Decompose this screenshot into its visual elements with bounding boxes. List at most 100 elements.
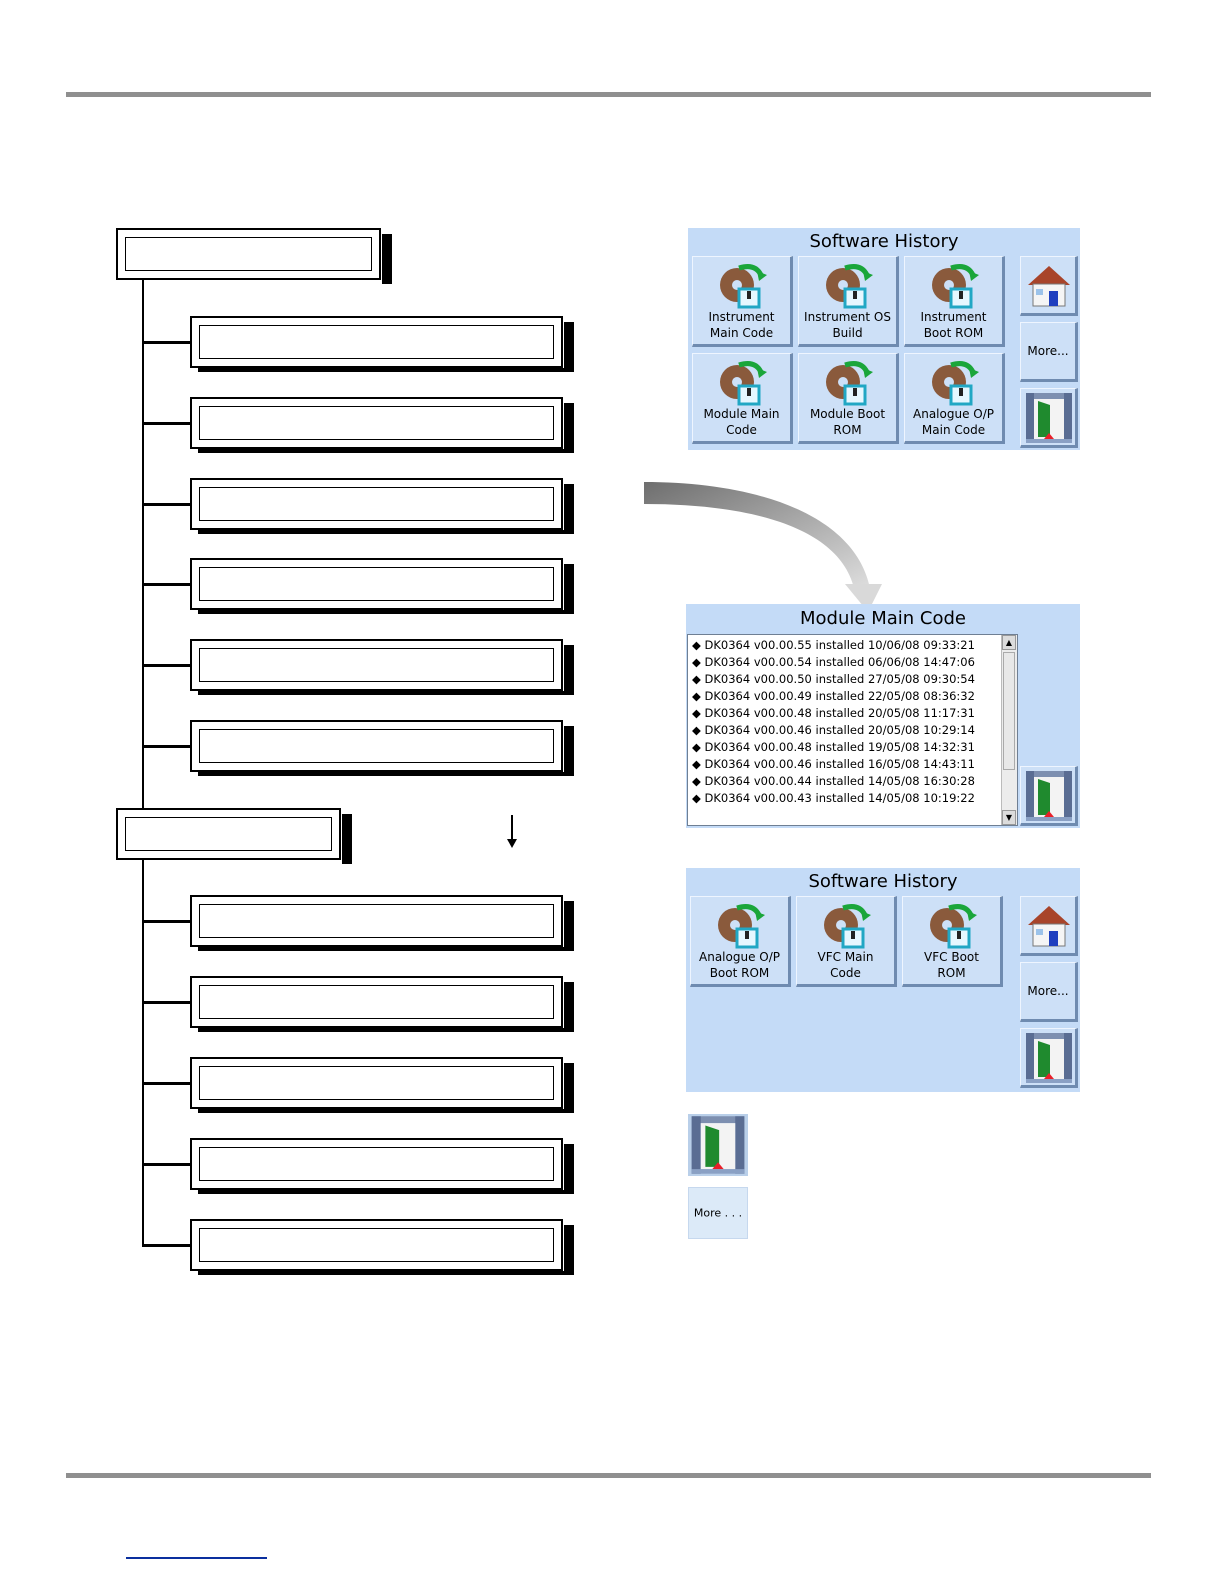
screen-title: Module Main Code <box>800 608 966 629</box>
scroll-down-button[interactable]: ▼ <box>1002 810 1016 825</box>
screen-title: Software History <box>809 231 959 252</box>
footer-link-underline <box>126 1557 267 1559</box>
list-item: ◆ DK0364 v00.00.48 installed 20/05/08 11… <box>692 706 975 720</box>
list-item: ◆ DK0364 v00.00.54 installed 06/06/08 14… <box>692 655 975 669</box>
tree-node-box <box>190 1219 574 1275</box>
software-disc-icon <box>720 361 767 406</box>
tree-node-box <box>190 895 574 951</box>
tree-branch <box>142 920 192 923</box>
tile-label-line2: Main Code <box>709 326 774 340</box>
tree-branch <box>142 1163 192 1166</box>
tile-instrument-os-build[interactable]: Instrument OS Build <box>798 256 899 347</box>
exit-door-icon <box>1026 771 1072 821</box>
list-item: ◆ DK0364 v00.00.46 installed 16/05/08 14… <box>692 757 975 771</box>
tile-label-line1: Instrument <box>708 310 775 324</box>
tree-node-box <box>190 558 574 614</box>
more-button[interactable]: More... <box>1020 962 1078 1022</box>
tree-branch <box>142 1244 192 1247</box>
exit-button[interactable] <box>1020 766 1078 826</box>
home-button[interactable] <box>1020 896 1078 956</box>
tile-label-line1: VFC Boot <box>924 950 979 964</box>
tree-node-box <box>190 1138 574 1194</box>
tile-label-line1: Module Boot <box>809 407 886 421</box>
home-icon <box>1028 906 1070 947</box>
tile-label-line1: VFC Main <box>817 950 874 964</box>
exit-door-icon <box>1026 1033 1072 1083</box>
header-rule <box>66 92 1151 97</box>
scroll-up-button[interactable]: ▲ <box>1002 635 1016 650</box>
history-list[interactable]: ◆ DK0364 v00.00.55 installed 10/06/08 09… <box>687 634 1018 826</box>
software-disc-icon <box>718 904 765 949</box>
exit-button[interactable] <box>1020 1028 1078 1088</box>
software-history-screen-2: Software History Analogue O/P Boot ROM VF… <box>686 868 1080 1092</box>
tile-label-line2: Build <box>832 326 863 340</box>
software-disc-icon <box>826 264 873 309</box>
list-item: ◆ DK0364 v00.00.55 installed 10/06/08 09… <box>692 638 975 652</box>
legend-more-label: More . . . <box>693 1206 743 1220</box>
screen-title: Software History <box>808 871 958 892</box>
tile-analogue-op-boot-rom[interactable]: Analogue O/P Boot ROM <box>690 896 791 987</box>
list-item: ◆ DK0364 v00.00.49 installed 22/05/08 08… <box>692 689 975 703</box>
flow-arrow-icon <box>640 476 890 616</box>
tree-trunk-lower <box>142 860 144 1246</box>
tile-label-line1: Analogue O/P <box>699 950 780 964</box>
list-item: ◆ DK0364 v00.00.44 installed 14/05/08 16… <box>692 774 975 788</box>
footer-rule <box>66 1473 1151 1478</box>
tree-branch <box>142 583 192 586</box>
tile-label-line2: Code <box>726 423 757 437</box>
tree-branch <box>142 341 192 344</box>
tile-label-line2: Boot ROM <box>709 966 770 980</box>
more-button[interactable]: More... <box>1020 322 1078 382</box>
exit-button[interactable] <box>1020 388 1078 448</box>
software-disc-icon <box>824 904 871 949</box>
tile-label-line1: Instrument OS <box>804 310 891 324</box>
tree-subroot-box <box>116 808 352 864</box>
home-button[interactable] <box>1020 256 1078 316</box>
tile-label-line2: ROM <box>833 423 862 437</box>
list-item: ◆ DK0364 v00.00.48 installed 19/05/08 14… <box>692 740 975 754</box>
more-label: More... <box>1027 984 1069 998</box>
tree-node-box <box>190 976 574 1032</box>
scroll-thumb[interactable] <box>1003 652 1015 770</box>
software-disc-icon <box>930 904 977 949</box>
tree-node-box <box>190 720 574 776</box>
tile-label-line2: Code <box>830 966 861 980</box>
legend-more-button: More . . . <box>688 1187 748 1239</box>
tree-node-box <box>190 316 574 372</box>
exit-door-icon <box>691 1116 745 1174</box>
tree-node-box <box>190 397 574 453</box>
tile-label-line1: Module Main <box>703 407 780 421</box>
tree-root-box <box>116 228 392 284</box>
exit-door-icon <box>1026 393 1072 443</box>
more-label: More... <box>1027 344 1069 358</box>
software-disc-icon <box>932 361 979 406</box>
legend-exit-button <box>688 1114 748 1176</box>
software-disc-icon <box>932 264 979 309</box>
list-item: ◆ DK0364 v00.00.50 installed 27/05/08 09… <box>692 672 975 686</box>
tile-label-line2: Main Code <box>921 423 986 437</box>
scrollbar[interactable]: ▲ ▼ <box>1001 635 1017 825</box>
software-disc-icon <box>826 361 873 406</box>
tree-node-box <box>190 478 574 534</box>
down-arrow-icon <box>505 815 519 849</box>
tile-analogue-op-main-code[interactable]: Analogue O/P Main Code <box>904 353 1005 444</box>
tile-label-line1: Analogue O/P <box>913 407 994 421</box>
tree-node-box <box>190 639 574 695</box>
tree-branch <box>142 745 192 748</box>
tree-node-box <box>190 1057 574 1113</box>
tree-branch <box>142 1001 192 1004</box>
tile-label-line1: Instrument <box>920 310 987 324</box>
tile-label-line2: Boot ROM <box>923 326 984 340</box>
module-main-code-screen: Module Main Code ◆ DK0364 v00.00.55 inst… <box>686 604 1080 828</box>
list-item: ◆ DK0364 v00.00.46 installed 20/05/08 10… <box>692 723 975 737</box>
list-item: ◆ DK0364 v00.00.43 installed 14/05/08 10… <box>692 791 975 805</box>
tree-branch <box>142 503 192 506</box>
home-icon <box>1028 266 1070 307</box>
